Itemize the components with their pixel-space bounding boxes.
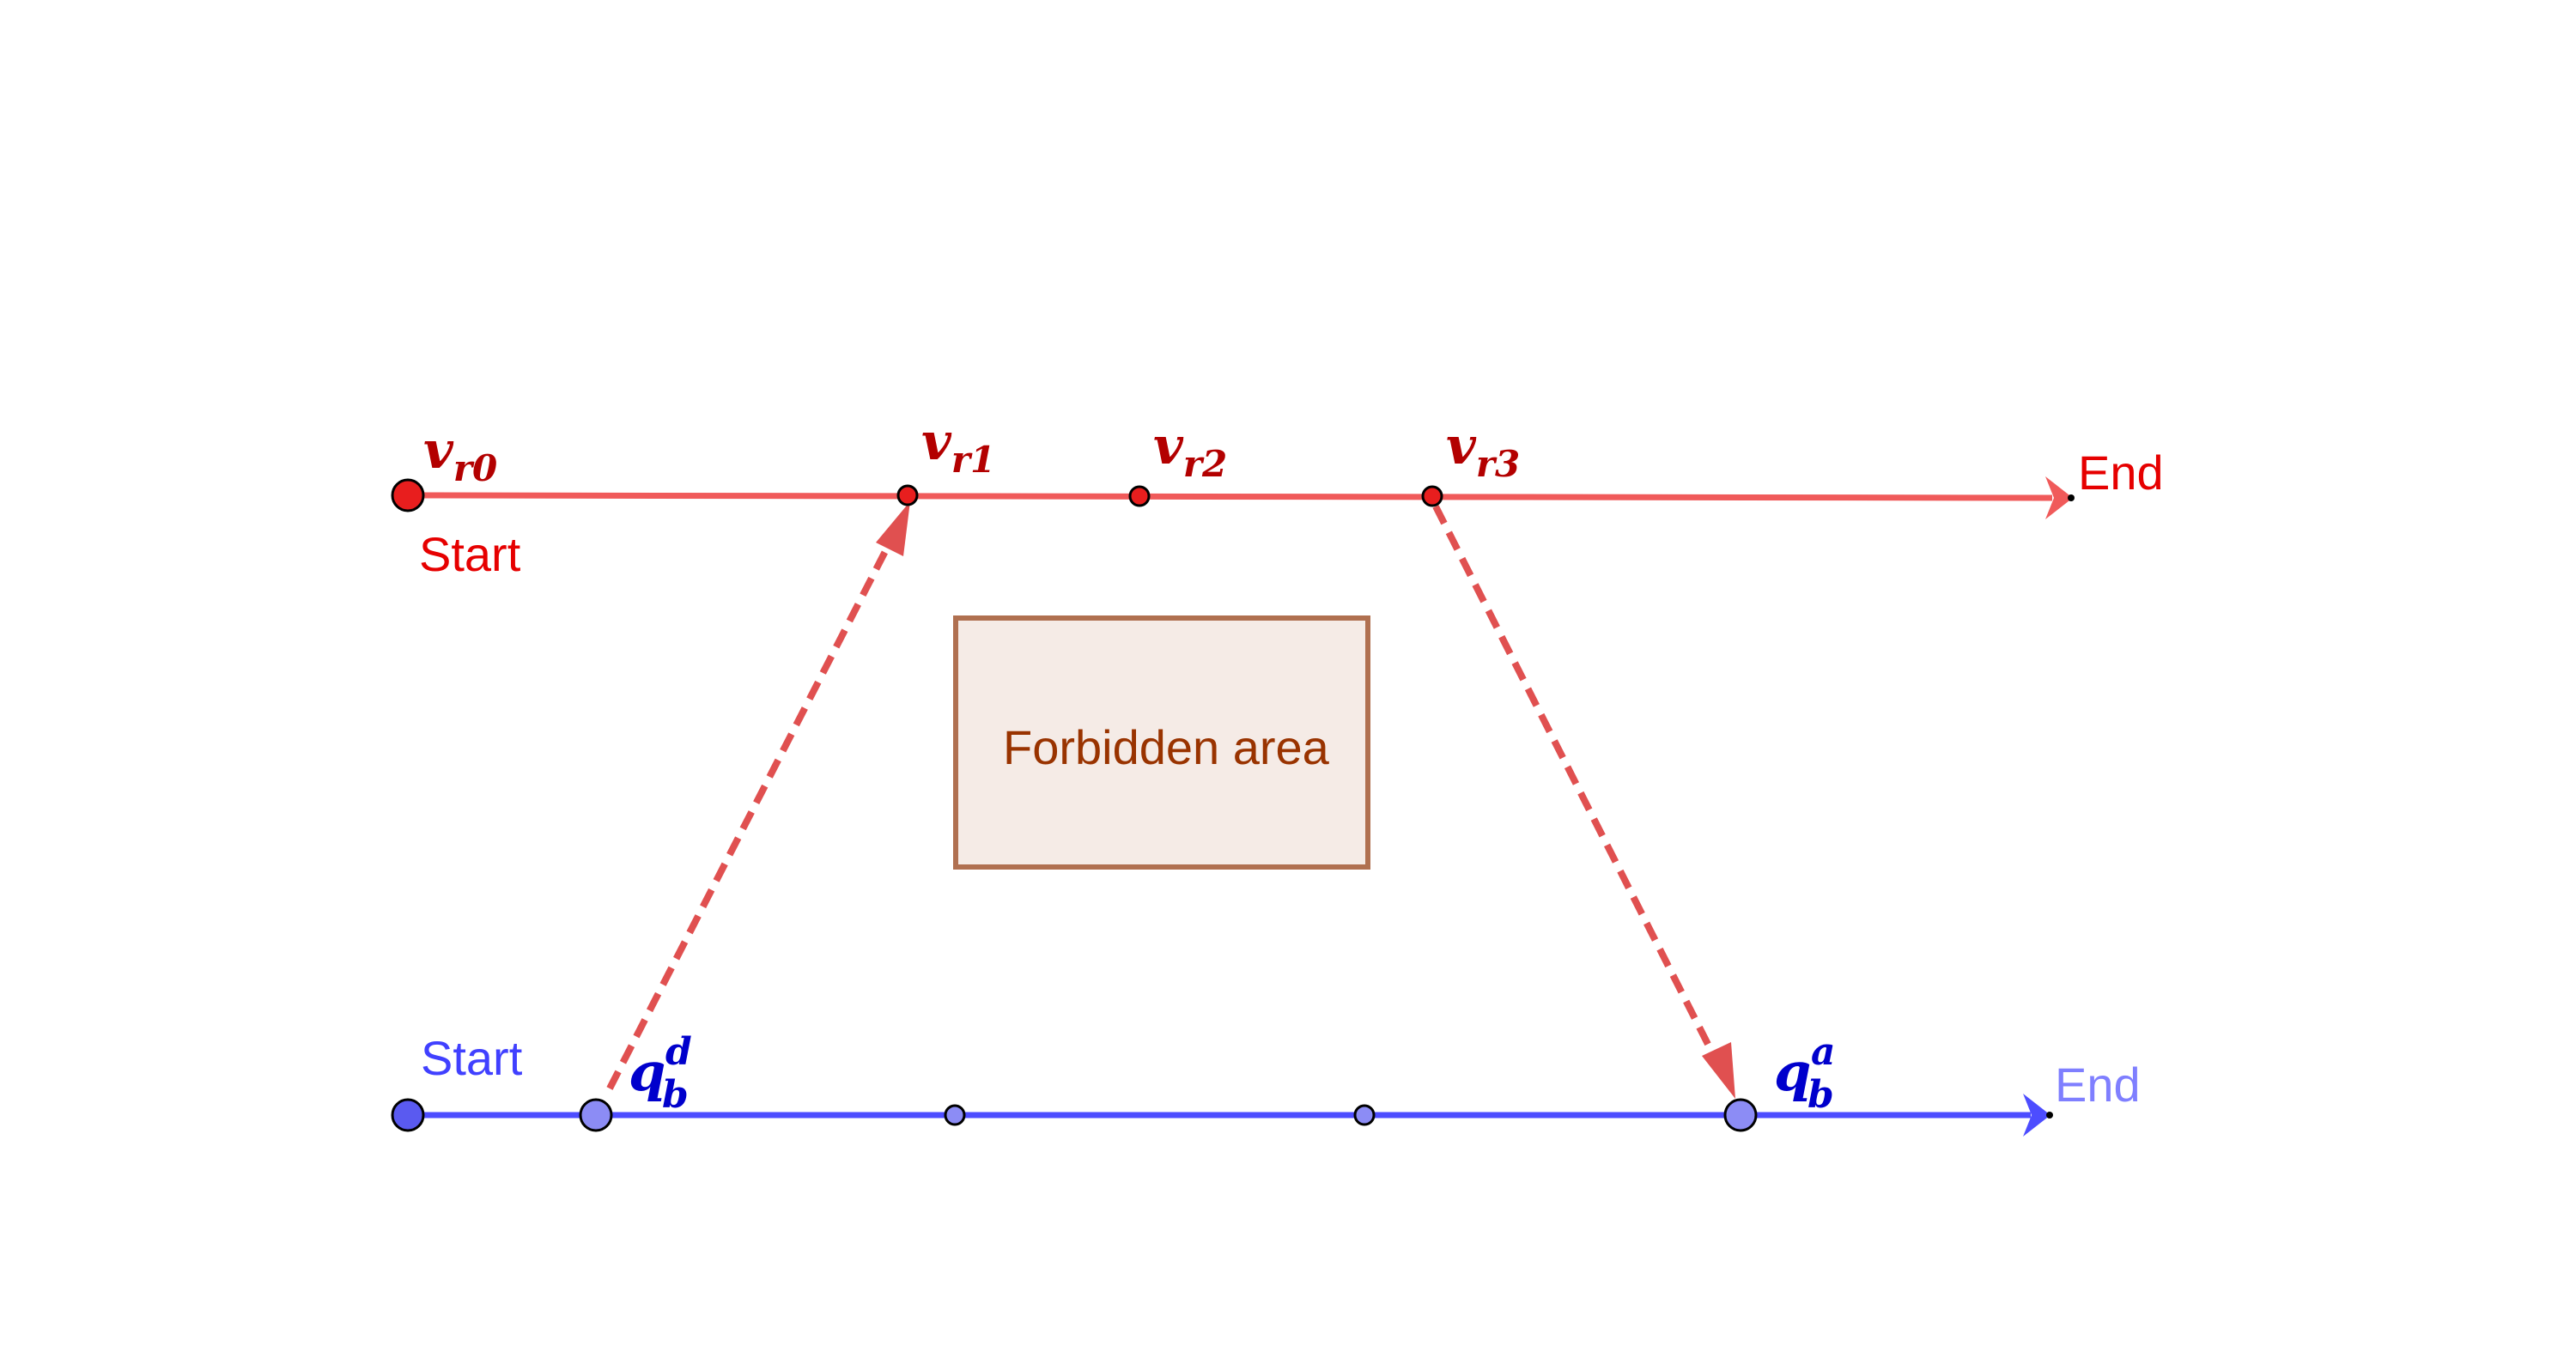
blue-path-points [391,1098,1758,1132]
arrival-transfer-arrow [1432,505,1726,1075]
red-path-labels: Start End vr0 vr1 vr2 vr3 [419,412,2164,581]
red-point-vr1 [896,484,919,506]
label-vr3: vr3 [1446,416,1520,485]
label-qba: qba [1774,1030,1836,1117]
red-start-label: Start [419,527,521,581]
red-path-end-point [2068,494,2075,501]
red-point-vr3 [1421,485,1443,507]
red-path-arrowhead [2045,476,2073,519]
red-end-label: End [2078,446,2164,500]
blue-path-labels: Start End qbd qba [421,1030,2141,1117]
blue-path-arrowhead [2023,1094,2050,1137]
blue-start-point [391,1098,425,1132]
blue-mid-point-1 [944,1104,966,1126]
label-vr0: vr0 [423,421,497,489]
departure-transfer-arrow [606,524,902,1090]
departure-transfer-arrowhead [876,501,910,556]
forbidden-area-label: Forbidden area [1003,720,1330,774]
red-point-vr2 [1128,485,1151,507]
blue-mid-point-2 [1353,1104,1376,1126]
blue-departure-point [579,1098,613,1132]
blue-end-label: End [2055,1058,2141,1112]
red-start-point [391,478,425,512]
red-path [407,476,2075,519]
red-path-points [391,478,1443,512]
label-vr1: vr1 [921,412,995,481]
arrival-transfer-arrowhead [1702,1042,1735,1099]
red-path-line [407,492,2053,501]
label-vr2: vr2 [1153,416,1227,485]
blue-arrival-point [1723,1098,1758,1132]
forbidden-area: Forbidden area [953,615,1370,870]
blue-start-label: Start [421,1031,523,1085]
transfer-arrows [606,501,1735,1099]
forbidden-area-box [953,615,1370,870]
label-qbd: qbd [629,1030,692,1117]
blue-path-end-point [2046,1112,2053,1119]
blue-path [408,1094,2053,1137]
